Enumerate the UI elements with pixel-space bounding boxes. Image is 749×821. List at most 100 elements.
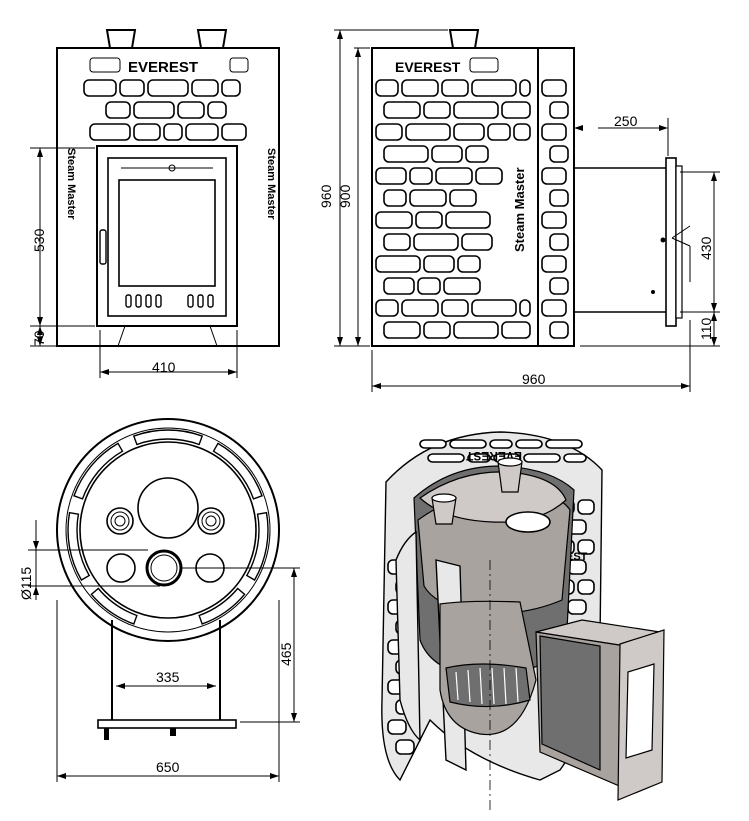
side-logo-text: EVEREST — [395, 59, 461, 75]
brick-cutout — [375, 211, 413, 229]
brick-cutout — [457, 255, 481, 273]
brick-cutout — [83, 79, 117, 97]
brick-cutout — [501, 101, 531, 119]
brick-cutout — [465, 145, 489, 163]
side-door-frame — [665, 157, 677, 327]
brick-cutout — [383, 101, 421, 119]
brick-cutout — [375, 79, 399, 97]
brick-cutout — [441, 299, 469, 317]
brick-cutout — [119, 79, 145, 97]
brick-cutout — [577, 579, 595, 595]
brick-cutout — [501, 321, 531, 339]
brick-cutout — [409, 167, 433, 185]
iso-side-text: EST — [566, 551, 588, 563]
top-coil-right — [197, 507, 225, 535]
brick-cutout — [89, 123, 131, 141]
side-brick-pattern — [375, 79, 569, 339]
side-tunnel — [573, 167, 668, 313]
brick-cutout — [417, 277, 441, 295]
brick-cutout — [383, 189, 407, 207]
brick-cutout — [567, 599, 587, 615]
brick-cutout — [431, 145, 463, 163]
door-vent-slot — [135, 294, 142, 308]
top-pipe-hole — [145, 549, 183, 587]
dim-side-960-width: 960 — [522, 371, 546, 387]
brick-cutout — [423, 321, 451, 339]
brick-cutout — [453, 123, 485, 141]
front-brick-pattern — [83, 79, 247, 141]
brick-cutout — [207, 101, 227, 119]
brick-cutout — [427, 453, 465, 463]
dim-side-900: 900 — [337, 184, 353, 208]
top-coil-left — [106, 507, 134, 535]
brick-cutout — [541, 255, 567, 273]
brick-cutout — [375, 255, 421, 273]
ring-slot — [212, 442, 263, 500]
ring-slot — [198, 587, 246, 625]
brick-cutout — [383, 321, 421, 339]
brick-cutout — [383, 277, 415, 295]
brick-cutout — [563, 453, 587, 463]
top-ring-slots — [67, 429, 269, 625]
brick-cutout — [409, 189, 447, 207]
brick-cutout — [221, 123, 247, 141]
iso-grate — [445, 663, 531, 708]
ring-slot — [73, 442, 124, 500]
side-vertical-text: Steam Master — [512, 167, 527, 252]
front-dimension-lines — [30, 147, 238, 378]
dim-top-650: 650 — [156, 759, 180, 775]
brick-cutout — [435, 167, 473, 185]
brick-cutout — [401, 299, 439, 317]
front-door-handle — [99, 229, 107, 265]
front-view: EVEREST Steam Master Steam Master 530 70… — [30, 29, 280, 378]
brick-cutout — [467, 453, 491, 463]
dim-front-410: 410 — [152, 359, 176, 375]
brick-cutout — [461, 233, 493, 251]
brick-cutout — [453, 101, 499, 119]
iso-door-glass — [625, 663, 655, 759]
door-vent-slot — [207, 294, 214, 308]
brick-cutout — [191, 79, 219, 97]
brick-cutout — [133, 123, 161, 141]
brick-cutout — [375, 123, 403, 141]
brick-cutout — [549, 277, 569, 295]
brick-cutout — [395, 739, 415, 755]
brick-cutout — [489, 439, 513, 449]
brick-cutout — [419, 439, 447, 449]
door-vent-slot — [197, 294, 204, 308]
door-vent-slot — [187, 294, 194, 308]
side-view: EVEREST Steam Master 960 — [318, 29, 720, 392]
brick-cutout — [541, 299, 567, 317]
dim-side-960-height: 960 — [318, 184, 334, 208]
brick-cutout — [519, 299, 531, 317]
dim-top-465: 465 — [278, 642, 294, 666]
brick-cutout — [541, 123, 567, 141]
brick-cutout — [105, 101, 131, 119]
door-vent-slot — [155, 294, 162, 308]
brick-cutout — [541, 211, 567, 229]
dim-side-110: 110 — [698, 317, 714, 340]
side-chimney — [448, 29, 480, 49]
iso-top-plate — [419, 471, 567, 523]
brick-cutout — [163, 123, 183, 141]
brick-cutout — [221, 79, 241, 97]
brick-cutout — [471, 79, 517, 97]
brick-cutout — [449, 189, 477, 207]
front-door-glass — [118, 179, 216, 287]
brick-cutout — [549, 145, 569, 163]
brick-cutout — [577, 539, 595, 555]
brick-cutout — [147, 79, 189, 97]
brick-cutout — [541, 167, 567, 185]
brick-cutout — [453, 321, 499, 339]
brick-cutout — [519, 79, 531, 97]
brick-cutout — [443, 277, 481, 295]
brick-cutout — [515, 439, 543, 449]
dim-top-335: 335 — [156, 669, 180, 685]
brick-cutout — [383, 233, 411, 251]
brick-cutout — [545, 439, 583, 449]
dim-front-530: 530 — [31, 228, 47, 252]
brick-cutout — [375, 299, 399, 317]
brick-cutout — [423, 101, 451, 119]
front-logo-text: EVEREST — [128, 59, 198, 76]
